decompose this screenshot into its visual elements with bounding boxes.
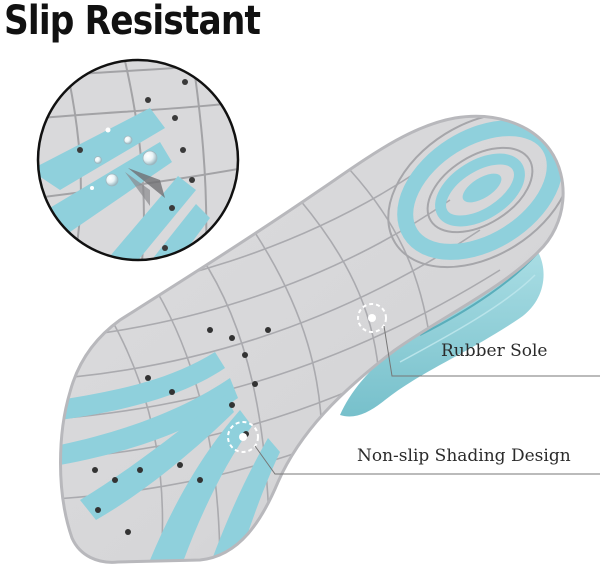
headline: Slip Resistant xyxy=(4,0,261,44)
outsole xyxy=(59,114,565,564)
water-droplet-icon xyxy=(90,127,165,206)
shading-design-label: Non-slip Shading Design xyxy=(357,446,571,466)
rubber-sole-marker xyxy=(357,303,600,377)
shading-design-marker xyxy=(227,421,600,475)
magnified-detail xyxy=(36,58,240,262)
rubber-sole-label: Rubber Sole xyxy=(441,341,548,361)
